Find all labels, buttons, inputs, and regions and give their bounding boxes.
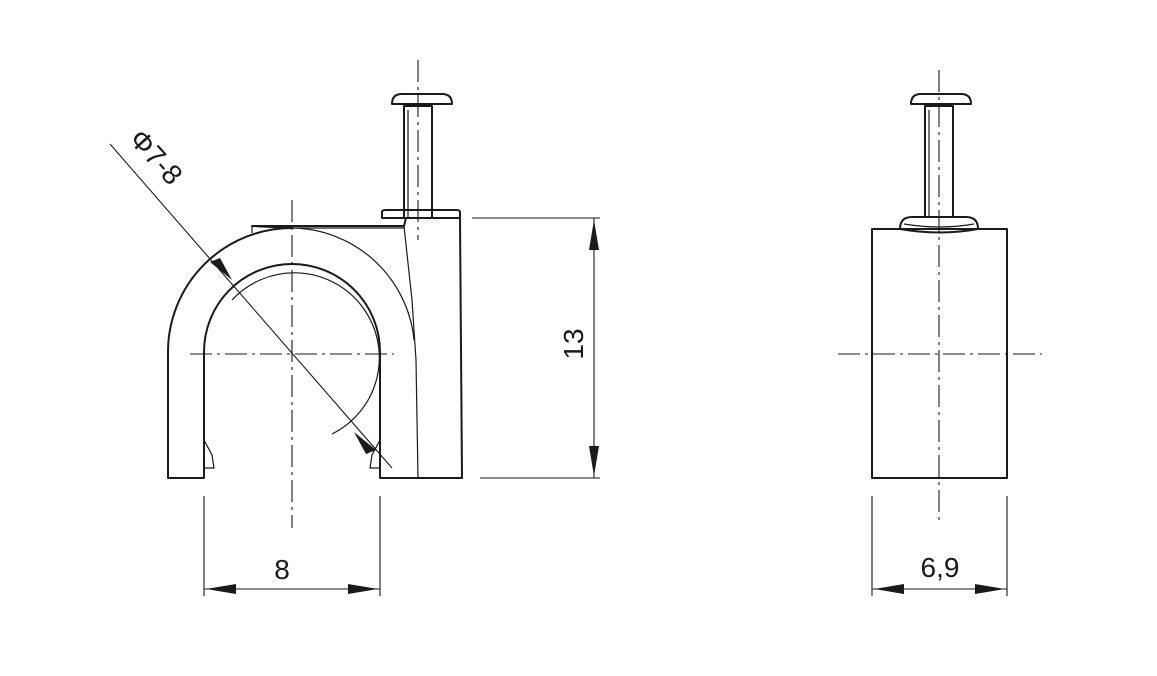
front-view: Φ7-8 13 8 (109, 60, 600, 596)
diameter-leader-line (109, 143, 393, 469)
front-width-arrow-left (206, 584, 236, 594)
clip-top-band (251, 226, 404, 233)
front-width-arrow-right (348, 584, 378, 594)
side-width-arrow-left (874, 584, 904, 594)
height-arrow-bottom (589, 446, 599, 476)
height-arrow-top (589, 220, 599, 250)
right-tooth (369, 439, 381, 469)
left-tooth (203, 439, 215, 469)
side-saddle (899, 216, 979, 234)
clip-body-outline (167, 217, 463, 479)
side-view: 6,9 (838, 70, 1042, 596)
side-width-label: 6,9 (921, 552, 960, 583)
side-nail-head (910, 93, 972, 105)
clip-arc-right (291, 227, 415, 341)
nail-head (391, 93, 453, 105)
diameter-label: Φ7-8 (124, 123, 189, 190)
cable-circle (231, 272, 380, 435)
height-label: 13 (558, 328, 589, 359)
front-width-label: 8 (274, 554, 290, 585)
housing-inner-edge (403, 225, 419, 479)
diameter-arrow-lower (354, 432, 376, 454)
nail-flange (381, 209, 461, 219)
diameter-arrow-upper (210, 258, 232, 280)
side-width-arrow-right (975, 584, 1005, 594)
